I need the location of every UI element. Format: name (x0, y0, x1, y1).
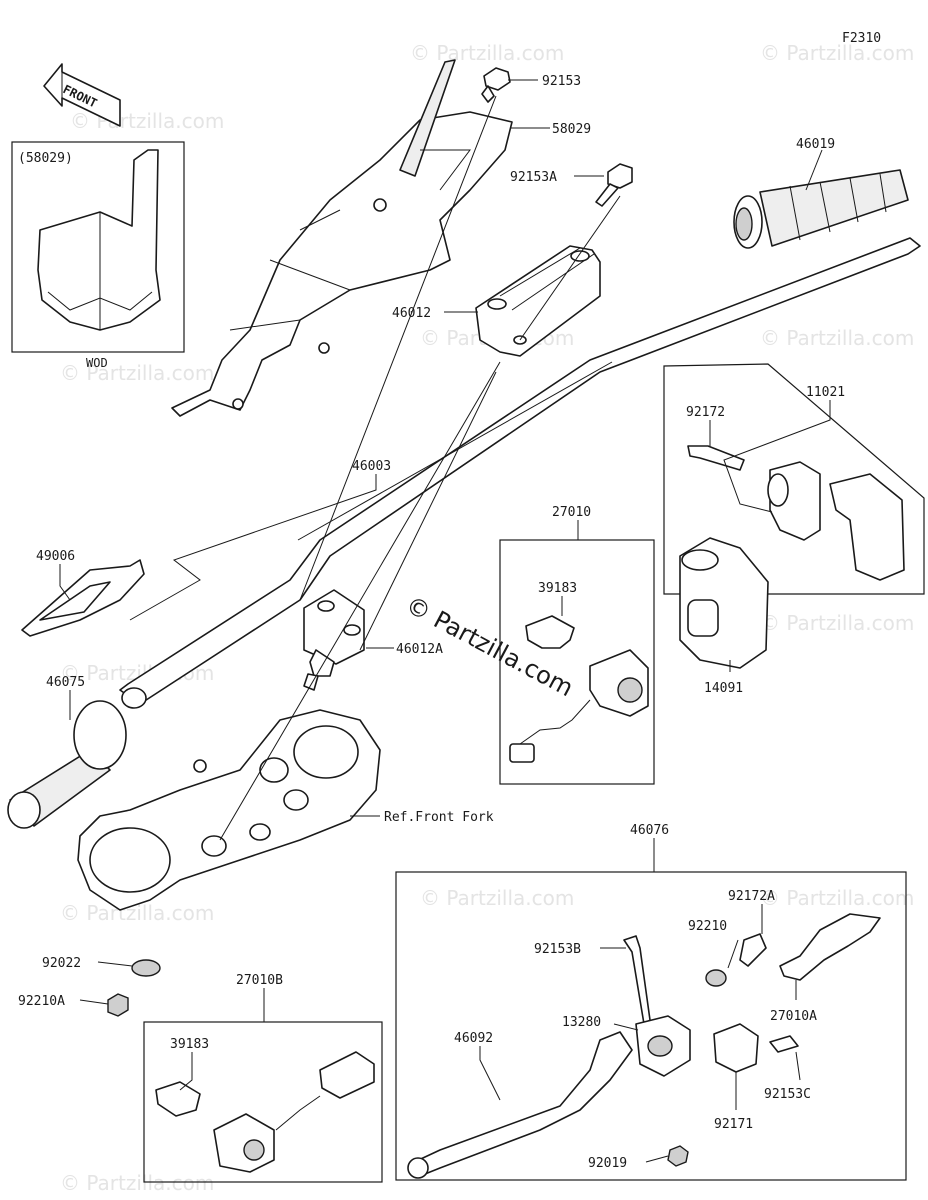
handlebar-clamp-lower-icon (303, 589, 365, 691)
watermark: © Partzilla.com (60, 361, 214, 385)
label-27010a: 27010A (770, 1009, 817, 1024)
label-92172a: 92172A (728, 889, 775, 904)
label-13280: 13280 (562, 1015, 601, 1030)
washer-92022-icon (131, 959, 161, 977)
label-92153: 92153 (542, 74, 581, 89)
label-92210a: 92210A (18, 994, 65, 1009)
label-46003: 46003 (352, 459, 391, 474)
label-92172: 92172 (686, 405, 725, 420)
clutch-switch-27010a-icon (779, 913, 881, 981)
watermark: © Partzilla.com (760, 326, 914, 350)
bolt-92172a-icon (739, 933, 767, 967)
switch-cover-icon (679, 537, 769, 669)
inset-part-ref: (58029) (18, 151, 73, 166)
nut-92210a-icon (107, 993, 129, 1017)
label-14091: 14091 (704, 681, 743, 696)
inset-27010b (143, 1021, 383, 1183)
clamp-92171-icon (713, 1023, 759, 1073)
bolt-92153a-icon (595, 163, 633, 207)
label-58029: 58029 (552, 122, 591, 137)
handguard-icon (21, 559, 145, 637)
label-46076: 46076 (630, 823, 669, 838)
callout-labels: 92153 58029 92153A 46012 46019 46003 921… (18, 74, 845, 1171)
handlebar-clamp-upper-icon (475, 245, 601, 357)
label-92171: 92171 (714, 1117, 753, 1132)
number-plate-wod-icon (37, 149, 161, 331)
label-49006: 49006 (36, 549, 75, 564)
label-92153c: 92153C (764, 1087, 811, 1102)
inset-caption: WOD (86, 356, 108, 370)
bolt-92153b-icon (623, 935, 651, 1025)
label-ref-front-fork: Ref.Front Fork (384, 810, 494, 825)
watermark: © Partzilla.com (760, 886, 914, 910)
watermark: © Partzilla.com (60, 1171, 214, 1195)
label-46075: 46075 (46, 675, 85, 690)
label-39183-top: 39183 (538, 581, 577, 596)
throttle-grip-icon (733, 169, 909, 249)
watermark: © Partzilla.com (760, 611, 914, 635)
label-46012a: 46012A (396, 642, 443, 657)
washer-92210-icon (705, 969, 727, 987)
inset-11021 (663, 363, 925, 595)
label-39183-bottom: 39183 (170, 1037, 209, 1052)
watermark: © Partzilla.com (410, 41, 564, 65)
triple-clamp-icon (77, 709, 381, 911)
bolt-92153c-icon (769, 1035, 799, 1053)
number-plate-icon (171, 59, 513, 417)
label-46019: 46019 (796, 137, 835, 152)
watermark: © Partzilla.com (760, 41, 914, 65)
label-92019: 92019 (588, 1156, 627, 1171)
label-27010b: 27010B (236, 973, 283, 988)
inset-wod: (58029) WOD (11, 141, 185, 370)
nut-92019-icon (667, 1145, 689, 1167)
leader-lines (59, 79, 831, 1163)
watermark: © Partzilla.com (420, 886, 574, 910)
front-arrow-icon: FRONT (43, 63, 121, 127)
label-92153a: 92153A (510, 170, 557, 185)
left-grip-icon (7, 700, 127, 829)
lever-46092-icon (409, 1031, 633, 1177)
label-46092: 46092 (454, 1031, 493, 1046)
label-92153b: 92153B (534, 942, 581, 957)
bolt-92153-icon (481, 67, 511, 103)
label-92022: 92022 (42, 956, 81, 971)
inset-27010 (499, 539, 655, 785)
diagram-code: F2310 (842, 31, 881, 46)
label-27010: 27010 (552, 505, 591, 520)
label-46012: 46012 (392, 306, 431, 321)
label-92210: 92210 (688, 919, 727, 934)
inset-46076 (395, 871, 907, 1181)
label-11021: 11021 (806, 385, 845, 400)
